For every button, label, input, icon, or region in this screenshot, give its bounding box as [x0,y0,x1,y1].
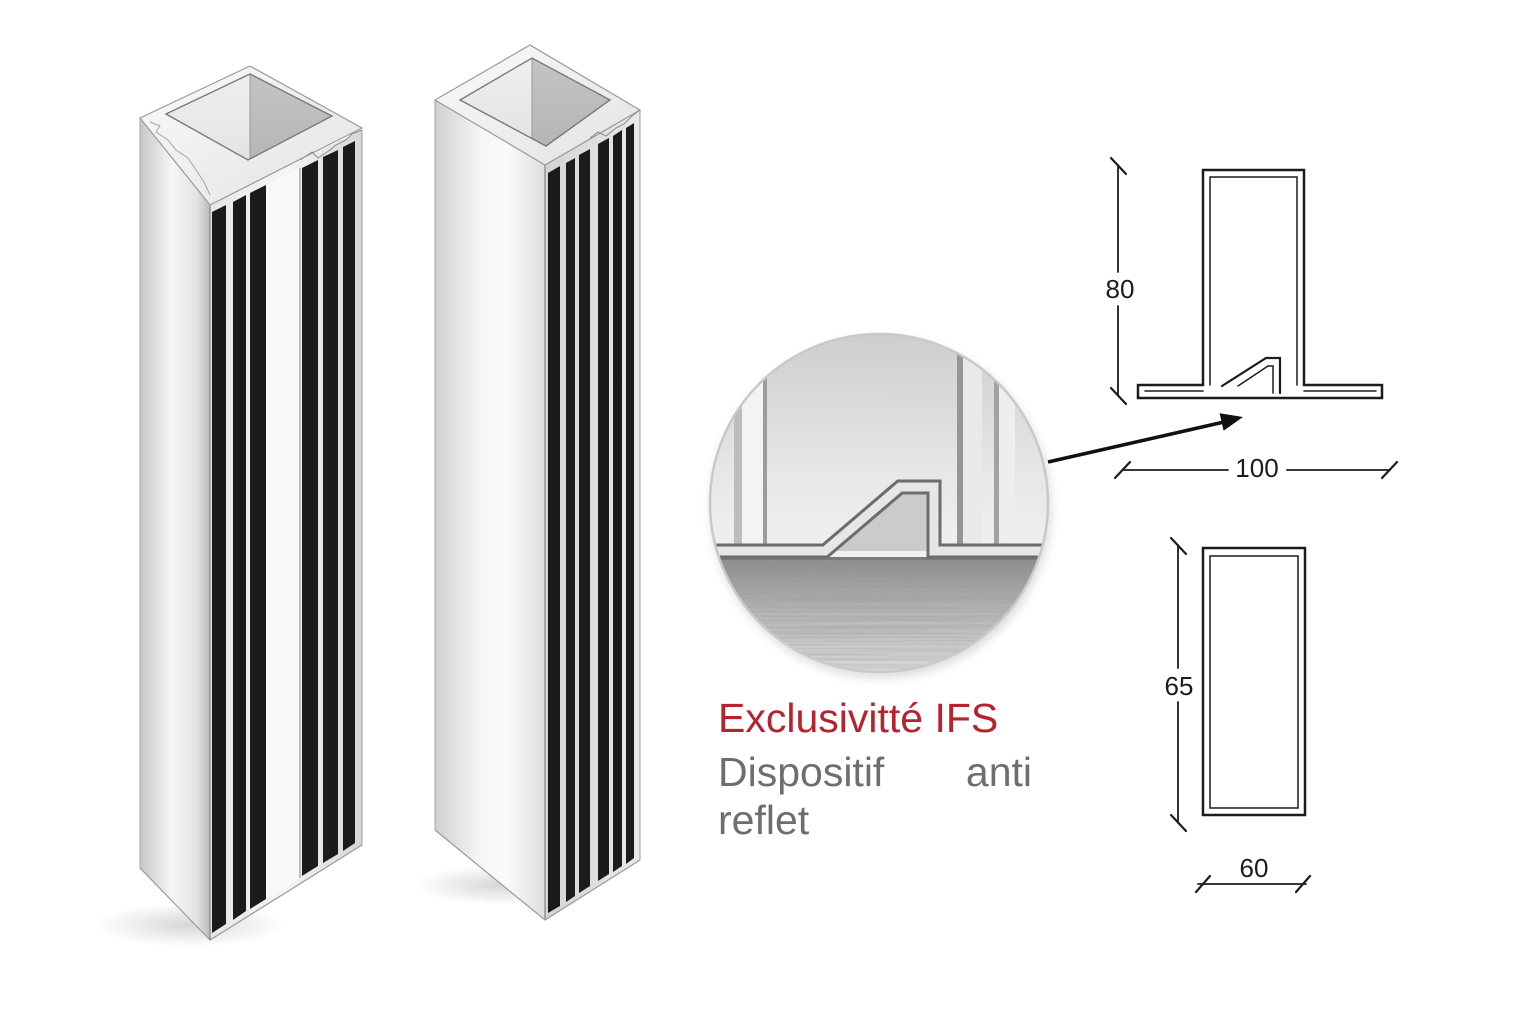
left-column-bottom-edge [139,844,363,941]
zoom-inset-border [708,332,1050,674]
inset-pillar [734,334,742,550]
pointer-arrow [1047,413,1243,464]
dimension-tick [1194,874,1212,894]
left-column-silver-band [266,168,300,899]
black-gasket-stripe [613,130,622,872]
width-dimension: 100 [1113,453,1399,483]
box-profile-inner-line [1209,555,1299,809]
box-width-dimension: 60 [1194,853,1312,894]
inset-pillar [763,334,767,550]
dimension-tick [1169,813,1188,833]
black-gasket-stripe [579,149,590,893]
inset-pillar [999,334,1015,550]
inset-pillar [963,334,982,550]
feature-description-line-1: Dispositif anti [718,752,1032,793]
dimension-tick [1380,460,1399,480]
exclusivity-title: Exclusivitté IFS [718,695,999,741]
box-height-dimension: 65 [1165,536,1194,833]
feature-description-line-2: reflet [718,800,809,841]
feature-description-word: reflet [718,797,810,843]
black-gasket-stripe [212,205,226,933]
dimension-tick [1113,460,1132,480]
flange-profile-inner-line [1209,176,1298,386]
feature-description-word: Dispositif [718,749,885,795]
dimension-tick [1109,386,1128,406]
dimension-tick [1169,536,1188,556]
inset-pillar [742,334,763,550]
middle-profile-column [433,44,642,921]
dimension-tick [1294,874,1312,894]
left-column-cap-notches [149,121,211,196]
height-dimension-label: 80 [1106,274,1135,304]
black-gasket-stripe [566,158,575,902]
black-gasket-stripe [343,141,355,851]
inset-pillar [994,334,999,550]
box-profile-outline [1201,546,1307,817]
black-gasket-stripe [233,195,246,920]
flange-profile-drawing: 80 100 [1106,156,1399,483]
middle-column-plain-face [435,100,545,920]
anti-reflection-bump [1237,365,1274,394]
black-gasket-stripe [548,166,560,913]
zoom-inset [708,332,1051,678]
black-gasket-stripe [323,150,338,863]
left-column-side-face [140,118,210,940]
left-profile-column [139,65,364,941]
flange-profile-outline [1136,168,1384,400]
box-width-dimension-label: 60 [1240,853,1269,883]
inset-floor-shadow-line [710,557,1048,560]
feature-description-word: anti [965,749,1032,795]
anti-reflection-bump [1220,356,1282,395]
inset-pillar [957,334,963,550]
middle-column-cap-notches [589,109,641,139]
black-gasket-stripe [626,123,634,864]
black-gasket-stripe [250,185,266,909]
black-gasket-stripe [302,160,318,876]
anti-reflection-profile [710,482,1048,556]
arrowhead-icon [1219,413,1243,431]
middle-column-bottom-edge [434,829,641,921]
left-column-cap-notches [299,129,363,161]
box-profile-drawing: 65 60 [1165,536,1312,894]
dimension-tick [1109,156,1128,176]
width-dimension-label: 100 [1235,453,1278,483]
box-height-dimension-label: 65 [1165,671,1194,701]
black-gasket-stripe [598,138,609,881]
height-dimension: 80 [1106,156,1135,406]
